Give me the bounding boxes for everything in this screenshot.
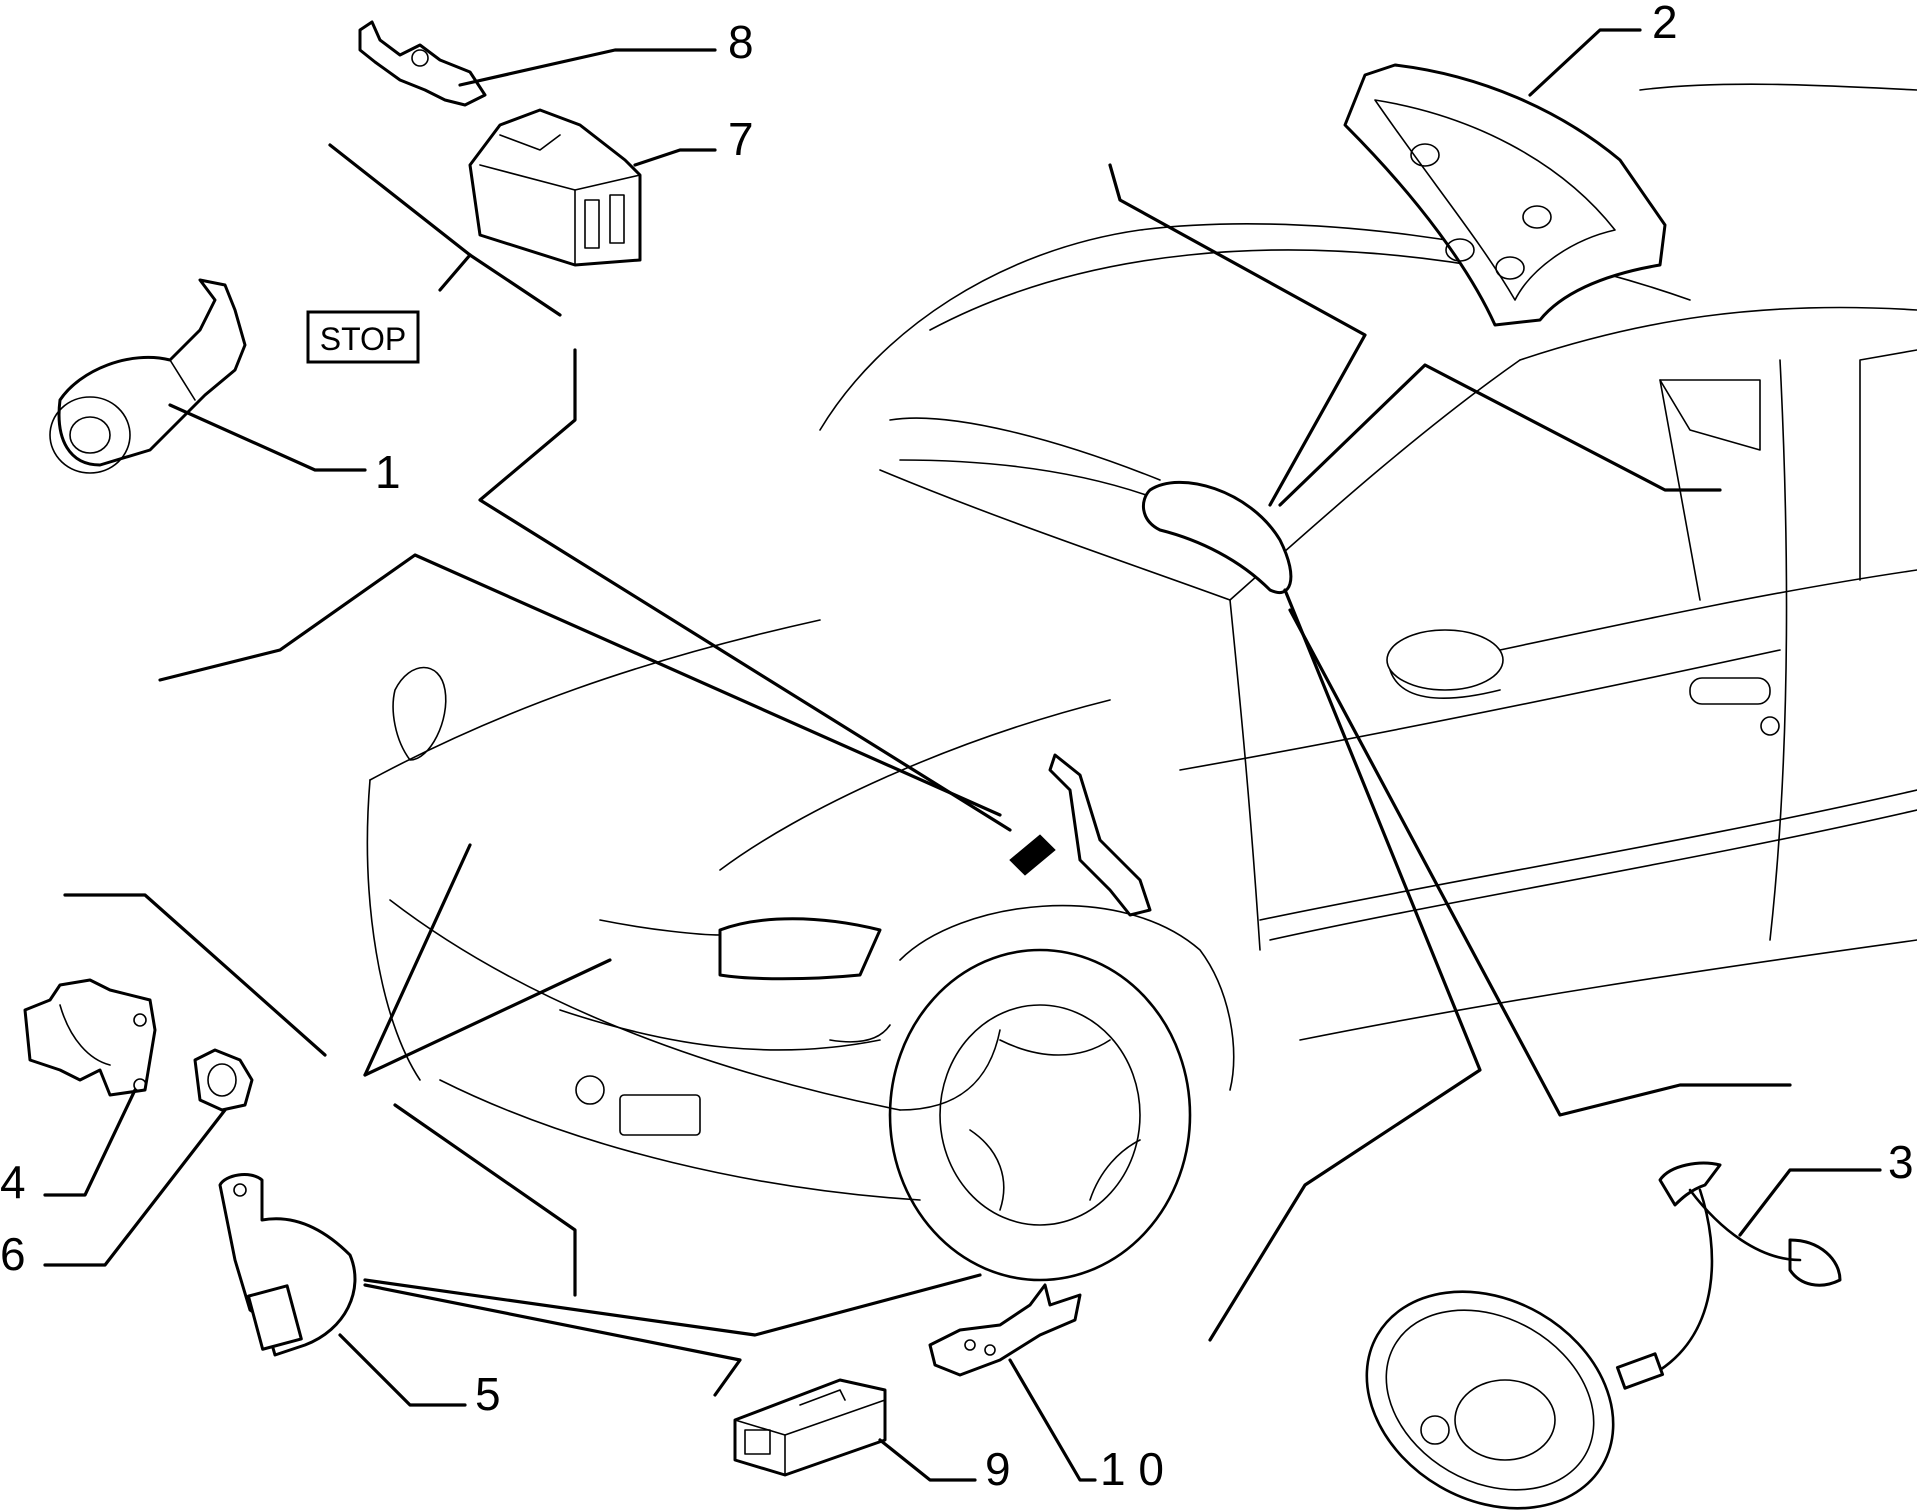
windshield-upper-edge [929, 249, 1501, 331]
wiper-line [899, 459, 1161, 501]
callout-4-leader [43, 1088, 137, 1197]
leader-horn-pad [1108, 163, 1367, 507]
callout-6-leader [43, 1108, 227, 1267]
mirror-triangle [1659, 379, 1761, 451]
callout-1-leader [168, 403, 367, 472]
leader-connectors [363, 1273, 982, 1337]
wheel-rim [939, 1004, 1141, 1226]
callout-3: 3 [1888, 1136, 1914, 1188]
hood-switch-installed [1048, 753, 1152, 917]
mirror-base [1389, 669, 1501, 699]
stop-label: STOP [320, 321, 407, 357]
leader-horn-v1 [363, 843, 472, 1077]
callout-10-leader [1008, 1358, 1097, 1482]
part-6-nut [193, 1048, 254, 1112]
leader-wheel-2 [1288, 608, 1792, 1117]
callout-9: 9 [985, 1443, 1011, 1495]
part-8-terminal [358, 20, 487, 107]
leader-wheel-1 [1208, 588, 1482, 1342]
part-10-terminal [928, 1283, 1082, 1377]
callout-4: 4 [0, 1156, 26, 1208]
left-headlamp [392, 666, 447, 761]
front-face-left [366, 779, 421, 1081]
door-lock [1760, 716, 1780, 736]
leader-horn-group [63, 893, 327, 1057]
wheel-spoke [969, 1129, 1005, 1211]
door-rear-edge [1769, 359, 1788, 941]
windshield-lower-edge [879, 469, 1231, 601]
part-9-connector [733, 1378, 887, 1477]
bumper-lower [439, 1079, 921, 1201]
part-4-horn [23, 978, 157, 1097]
front-face-top [369, 619, 821, 781]
emblem [575, 1075, 605, 1105]
wheel-spoke [1089, 1139, 1141, 1201]
callout-8-leader [458, 48, 717, 87]
callout-2: 2 [1652, 0, 1678, 48]
callout-5: 5 [475, 1368, 501, 1420]
leader-lines [63, 143, 1792, 1397]
leader-stop-bracket [438, 253, 472, 292]
stop-box [306, 310, 420, 364]
wheel-spoke [999, 1039, 1111, 1056]
callout-6: 6 [0, 1228, 26, 1280]
callout-9-leader [878, 1438, 977, 1482]
fender-top [719, 699, 1111, 871]
bumper-groove [559, 1009, 881, 1051]
mirror-housing [1386, 629, 1504, 691]
car-body [366, 83, 1917, 1282]
horn-pad-recess [1141, 480, 1293, 594]
fog-lamp [619, 1094, 701, 1136]
roof-line [1639, 83, 1917, 91]
side-molding-lower [1269, 809, 1917, 941]
door-handle [1689, 677, 1771, 705]
steering-wheel [1365, 1290, 1615, 1510]
callout-10: 1 0 [1100, 1443, 1164, 1495]
leader-hood-switch [158, 553, 1002, 817]
door-window-line [1499, 569, 1917, 651]
leader-horn-down [393, 1103, 577, 1297]
leader-connector-9 [363, 1283, 742, 1397]
callout-2-leader [1528, 28, 1642, 97]
leader-stop-vertical [478, 348, 1012, 832]
callout-7: 7 [728, 113, 754, 165]
sill-line [1299, 939, 1917, 1041]
part-7-relay-block [468, 108, 642, 267]
indicator-strip [829, 1024, 891, 1043]
leader-horn-v2 [363, 958, 612, 1077]
callout-5-leader [338, 1333, 467, 1407]
rear-window [1859, 349, 1917, 581]
part-5-horn [218, 1173, 357, 1357]
part-3-cable [1615, 1161, 1842, 1390]
roof-edge [1519, 306, 1917, 361]
cowl [889, 417, 1161, 481]
wheel-arch [899, 904, 1235, 1091]
part-2-horn-pad [1343, 63, 1667, 327]
hood-switch-plunger [1009, 834, 1056, 876]
callout-7-leader [633, 148, 717, 167]
front-tire [888, 948, 1192, 1282]
door-front-edge [1229, 599, 1261, 951]
part-1-hood-switch [49, 278, 247, 474]
callout-1: 1 [375, 446, 401, 498]
grille-slot [599, 919, 721, 936]
bumper-lip [899, 1029, 1001, 1111]
side-molding [1259, 789, 1917, 921]
callout-8: 8 [728, 16, 754, 68]
stop-badge: STOP [306, 310, 420, 364]
callout-3-leader [1738, 1168, 1882, 1237]
body-crease [1179, 649, 1781, 771]
installed-parts [1009, 379, 1761, 917]
leader-horn-pad-right [1278, 363, 1722, 507]
headlamp [718, 917, 882, 981]
